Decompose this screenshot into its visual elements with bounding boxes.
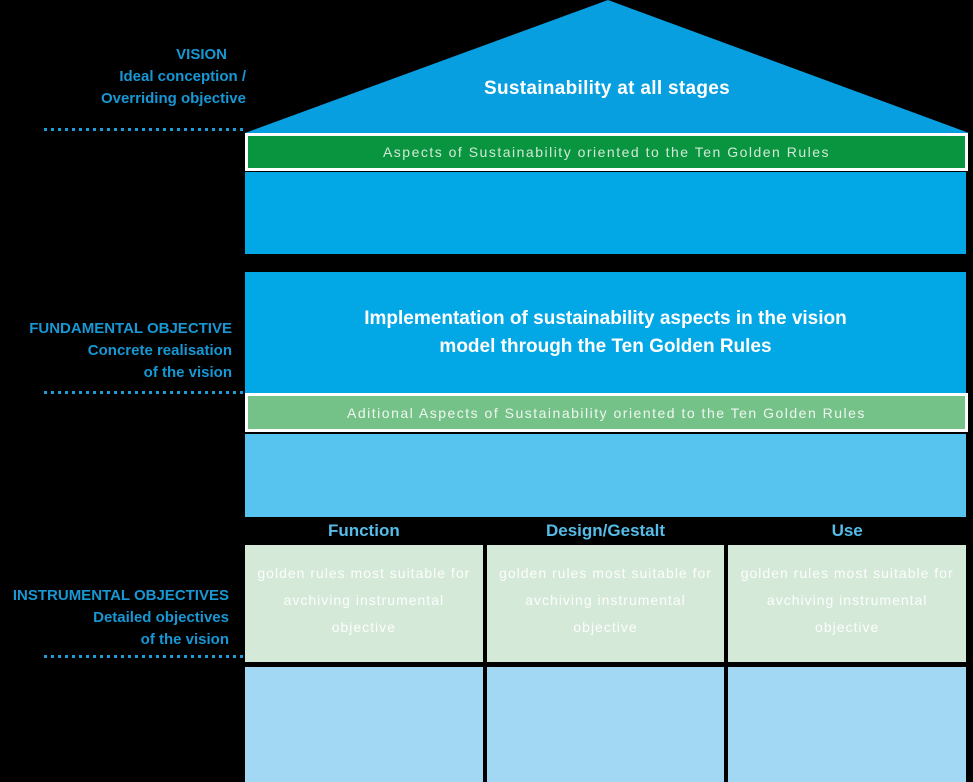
bottom-cell-design-gestalt: [486, 667, 725, 782]
column-header-use: Use: [831, 521, 863, 540]
instrumental-objectives-label: INSTRUMENTAL OBJECTIVES Detailed objecti…: [0, 585, 229, 651]
implementation-text-line2: model through the Ten Golden Rules: [439, 335, 772, 357]
additional-aspects-banner: Aditional Aspects of Sustainability orie…: [245, 393, 968, 432]
bottom-cells-row: [245, 667, 967, 782]
column-headers-row: Function Design/Gestalt Use: [245, 521, 966, 541]
lower-wall-block: [245, 434, 966, 517]
bottom-cell-function: [245, 667, 483, 782]
vision-subtitle-line2: Overriding objective: [100, 90, 246, 107]
instrumental-section-divider: [44, 655, 245, 658]
fundamental-section-divider: [44, 391, 245, 394]
golden-rules-row: golden rules most suitable for avchiving…: [245, 545, 967, 662]
upper-wall-block: [245, 172, 966, 254]
implementation-text-line1: Implementation of sustainability aspects…: [364, 307, 847, 329]
fundamental-subtitle-line1: Concrete realisation: [87, 342, 232, 359]
instrumental-subtitle-line2: of the vision: [140, 631, 229, 648]
vision-label: VISION Ideal conception / Overriding obj…: [0, 44, 246, 110]
vision-title: VISION: [176, 46, 227, 63]
column-header-function: Function: [327, 521, 400, 540]
fundamental-subtitle-line2: of the vision: [143, 364, 232, 381]
implementation-block: Implementation of sustainability aspects…: [245, 272, 966, 393]
golden-rules-cell-function: golden rules most suitable for avchiving…: [245, 545, 483, 662]
roof-title: Sustainability at all stages: [484, 78, 730, 99]
fundamental-objective-label: FUNDAMENTAL OBJECTIVE Concrete realisati…: [0, 318, 232, 384]
instrumental-objectives-title: INSTRUMENTAL OBJECTIVES: [12, 587, 229, 604]
instrumental-subtitle-line1: Detailed objectives: [93, 609, 229, 626]
bottom-cell-use: [728, 667, 967, 782]
golden-rules-cell-design-gestalt: golden rules most suitable for avchiving…: [486, 545, 725, 662]
fundamental-objective-title: FUNDAMENTAL OBJECTIVE: [29, 320, 232, 337]
additional-aspects-banner-text: Aditional Aspects of Sustainability orie…: [347, 404, 866, 421]
house-roof-triangle: [245, 0, 969, 133]
vision-section-divider: [44, 128, 245, 131]
column-header-design-gestalt: Design/Gestalt: [545, 521, 666, 540]
aspects-banner: Aspects of Sustainability oriented to th…: [245, 133, 968, 171]
aspects-banner-text: Aspects of Sustainability oriented to th…: [382, 144, 831, 160]
vision-subtitle-line1: Ideal conception /: [119, 68, 246, 85]
golden-rules-cell-use: golden rules most suitable for avchiving…: [728, 545, 967, 662]
